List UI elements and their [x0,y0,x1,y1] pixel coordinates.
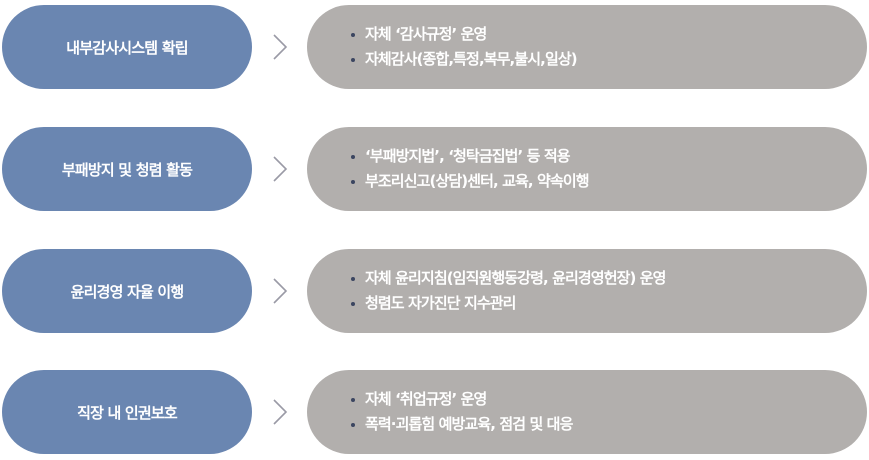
list-item: 청렴도 자가진단 지수관리 [351,291,867,316]
detail-box: 자체 ‘감사규정’ 운영 자체감사(종합,특정,복무,불시,일상) [307,5,867,89]
list-item-text: 자체 윤리지침(임직원행동강령, 윤리경영헌장) 운영 [365,269,666,287]
row-ethics-management: 윤리경영 자율 이행 자체 윤리지침(임직원행동강령, 윤리경영헌장) 운영 청… [0,249,869,333]
list-item: 자체감사(종합,특정,복무,불시,일상) [351,47,867,72]
bullet-icon [351,277,355,281]
detail-box: 자체 윤리지침(임직원행동강령, 윤리경영헌장) 운영 청렴도 자가진단 지수관… [307,249,867,333]
list-item: ‘부패방지법’, ‘청탁금집법’ 등 적용 [351,144,867,169]
list-item-text: 폭력·괴롭힘 예방교육, 점검 및 대응 [365,415,573,433]
category-label: 부패방지 및 청렴 활동 [2,127,252,211]
row-internal-audit: 내부감사시스템 확립 자체 ‘감사규정’ 운영 자체감사(종합,특정,복무,불시… [0,5,869,89]
category-label: 내부감사시스템 확립 [2,5,252,89]
list-item-text: 부조리신고(상담)센터, 교육, 약속이행 [365,172,590,190]
bullet-icon [351,33,355,37]
chevron-right-icon [270,397,290,427]
list-item: 자체 윤리지침(임직원행동강령, 윤리경영헌장) 운영 [351,266,867,291]
chevron-right-icon [270,276,290,306]
category-label: 윤리경영 자율 이행 [2,249,252,333]
detail-box: 자체 ‘취업규정’ 운영 폭력·괴롭힘 예방교육, 점검 및 대응 [307,370,867,454]
row-human-rights: 직장 내 인권보호 자체 ‘취업규정’ 운영 폭력·괴롭힘 예방교육, 점검 및… [0,370,869,454]
chevron-right-icon [270,32,290,62]
list-item: 부조리신고(상담)센터, 교육, 약속이행 [351,169,867,194]
list-item-text: ‘부패방지법’, ‘청탁금집법’ 등 적용 [365,147,571,165]
bullet-icon [351,398,355,402]
detail-list: ‘부패방지법’, ‘청탁금집법’ 등 적용 부조리신고(상담)센터, 교육, 약… [351,144,867,194]
list-item-text: 자체 ‘취업규정’ 운영 [365,390,487,408]
detail-list: 자체 윤리지침(임직원행동강령, 윤리경영헌장) 운영 청렴도 자가진단 지수관… [351,266,867,316]
list-item-text: 자체감사(종합,특정,복무,불시,일상) [365,50,578,68]
list-item: 자체 ‘감사규정’ 운영 [351,22,867,47]
bullet-icon [351,155,355,159]
list-item: 자체 ‘취업규정’ 운영 [351,387,867,412]
row-anti-corruption: 부패방지 및 청렴 활동 ‘부패방지법’, ‘청탁금집법’ 등 적용 부조리신고… [0,127,869,211]
detail-list: 자체 ‘취업규정’ 운영 폭력·괴롭힘 예방교육, 점검 및 대응 [351,387,867,437]
category-label: 직장 내 인권보호 [2,370,252,454]
list-item-text: 자체 ‘감사규정’ 운영 [365,25,487,43]
chevron-right-icon [270,154,290,184]
detail-list: 자체 ‘감사규정’ 운영 자체감사(종합,특정,복무,불시,일상) [351,22,867,72]
detail-box: ‘부패방지법’, ‘청탁금집법’ 등 적용 부조리신고(상담)센터, 교육, 약… [307,127,867,211]
bullet-icon [351,180,355,184]
bullet-icon [351,302,355,306]
list-item-text: 청렴도 자가진단 지수관리 [365,294,516,312]
list-item: 폭력·괴롭힘 예방교육, 점검 및 대응 [351,412,867,437]
bullet-icon [351,423,355,427]
bullet-icon [351,58,355,62]
